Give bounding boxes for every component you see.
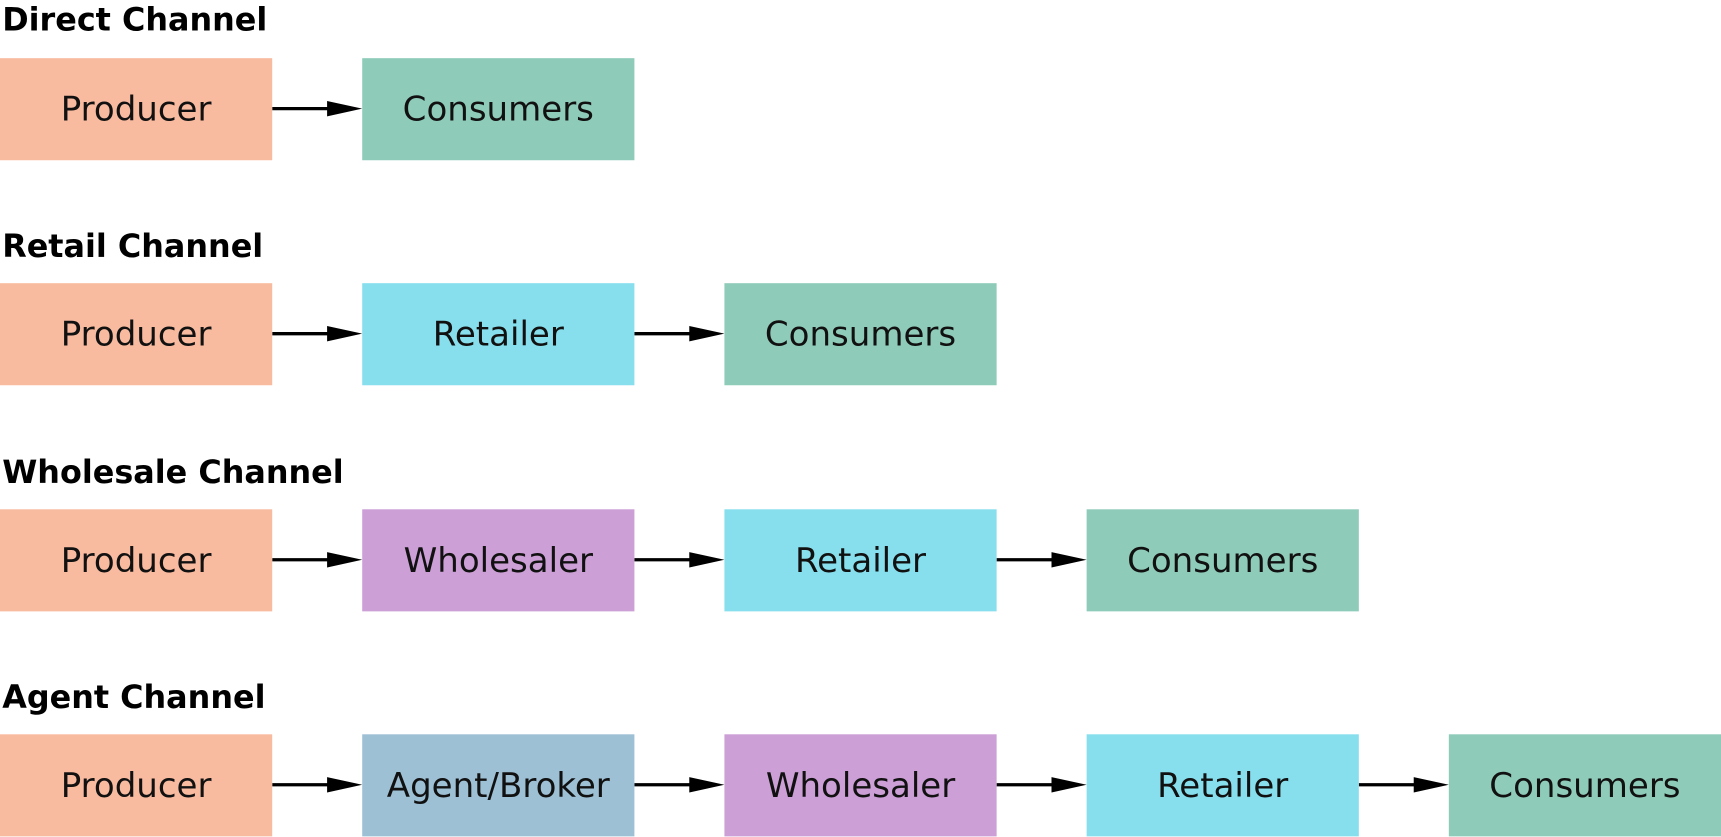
channel-title: Direct Channel: [2, 1, 268, 39]
node-consumers: Consumers: [362, 58, 635, 161]
node-producer: Producer: [0, 734, 273, 837]
channel-title: Agent Channel: [2, 678, 266, 716]
node-wholesaler: Wholesaler: [362, 509, 635, 612]
node-producer: Producer: [0, 283, 273, 386]
channel-title: Retail Channel: [2, 227, 264, 265]
node-retailer: Retailer: [1086, 734, 1359, 837]
node-wholesaler: Wholesaler: [724, 734, 997, 837]
arrow-icon: [272, 552, 363, 568]
channel-title: Wholesale Channel: [2, 453, 344, 491]
arrow-icon: [634, 552, 725, 568]
node-consumers: Consumers: [1086, 509, 1359, 612]
arrow-icon: [634, 777, 725, 793]
node-retailer: Retailer: [362, 283, 635, 386]
arrow-icon: [272, 100, 363, 117]
node-agent-broker: Agent/Broker: [362, 734, 635, 837]
node-consumers: Consumers: [1448, 734, 1721, 837]
arrow-icon: [634, 325, 725, 342]
arrow-icon: [272, 325, 363, 342]
node-producer: Producer: [0, 58, 273, 161]
arrow-icon: [996, 777, 1087, 793]
arrow-icon: [1358, 777, 1449, 793]
node-retailer: Retailer: [724, 509, 997, 612]
arrow-icon: [996, 552, 1087, 568]
node-consumers: Consumers: [724, 283, 997, 386]
node-producer: Producer: [0, 509, 273, 612]
arrow-icon: [272, 777, 363, 793]
